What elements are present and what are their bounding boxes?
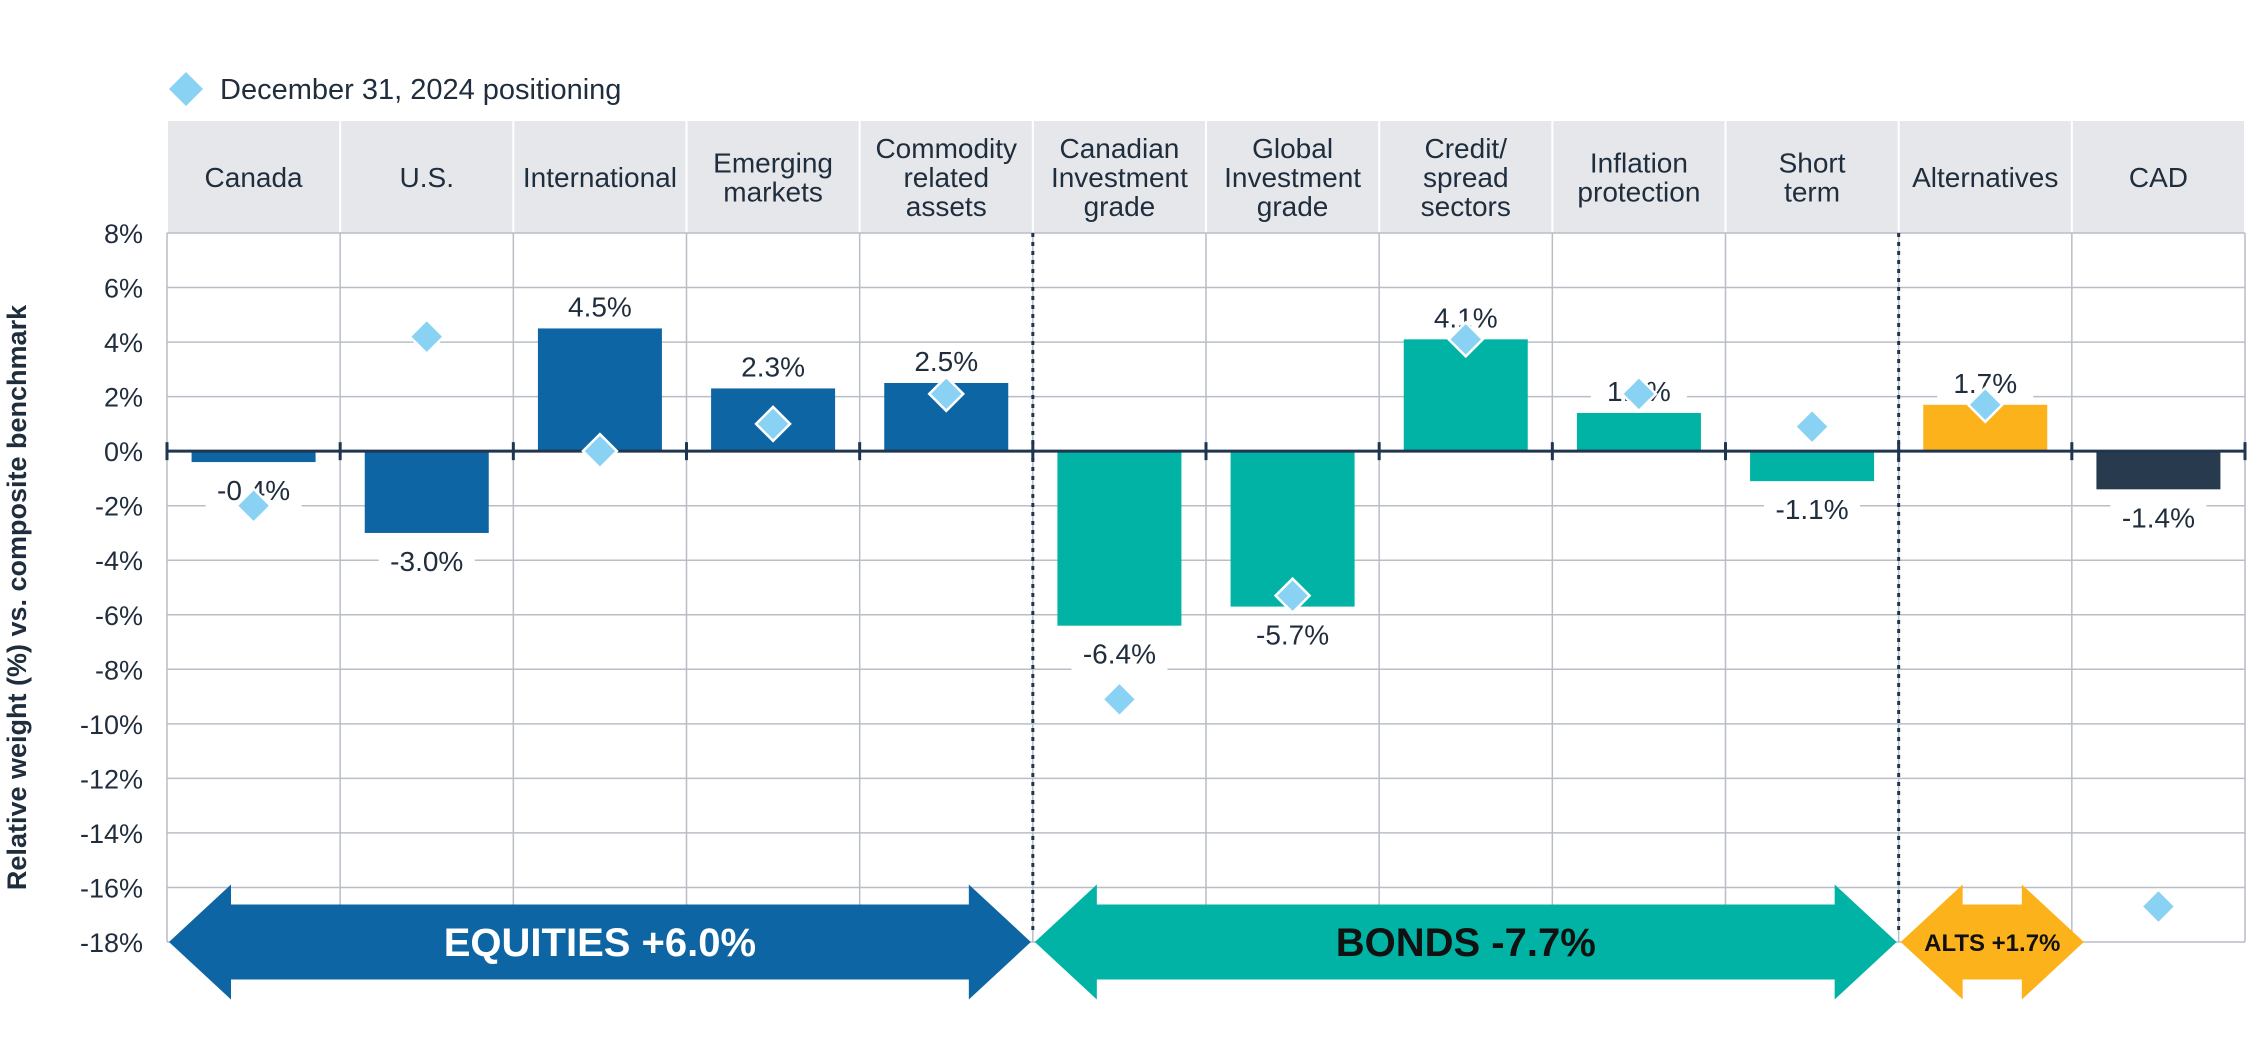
bar (1576, 412, 1701, 452)
data-label-bg (725, 350, 822, 385)
y-tick-label: -6% (95, 601, 143, 631)
data-label-bg (1071, 637, 1168, 672)
data-label-bg (1764, 493, 1861, 528)
category-label: Investment (1051, 162, 1188, 193)
data-label: 4.5% (568, 291, 632, 322)
positioning-diamond (1620, 375, 1658, 413)
category-label: Credit/ (1425, 133, 1508, 164)
category-label: Global (1252, 133, 1333, 164)
y-tick-label: -2% (95, 492, 143, 522)
y-tick-label: -10% (80, 710, 143, 740)
positioning-diamond (1446, 320, 1485, 359)
category-label: U.S. (400, 162, 454, 193)
positioning-diamond (1273, 576, 1312, 615)
y-tick-label: -18% (80, 928, 143, 958)
positioning-diamond (581, 432, 619, 470)
data-label-bg (1244, 618, 1341, 653)
y-tick-label: -16% (80, 873, 143, 903)
category-label: sectors (1421, 191, 1511, 222)
group-arrow-label: EQUITIES +6.0% (444, 921, 756, 965)
data-label: -1.1% (1776, 494, 1849, 525)
category-label: Investment (1224, 162, 1361, 193)
y-tick-label: 8% (104, 219, 143, 249)
data-label-bg (2110, 501, 2207, 536)
y-tick-label: -8% (95, 655, 143, 685)
y-tick-label: -14% (80, 819, 143, 849)
category-label: grade (1084, 191, 1156, 222)
bar (191, 451, 316, 463)
data-label: -1.4% (2122, 502, 2195, 533)
category-label: markets (723, 177, 823, 208)
category-label: Alternatives (1912, 162, 2058, 193)
category-label: Short (1779, 148, 1846, 179)
positioning-diamond (927, 375, 966, 413)
y-axis-title: Relative weight (%) vs. composite benchm… (2, 304, 32, 890)
category-label: International (523, 162, 677, 193)
data-label: 2.3% (741, 351, 805, 382)
category-label: Commodity (875, 133, 1017, 164)
group-arrow (1034, 884, 1897, 1000)
data-label: -3.0% (390, 546, 463, 577)
category-label: Canadian (1059, 133, 1179, 164)
y-tick-label: 0% (104, 437, 143, 467)
data-label-bg (378, 544, 475, 579)
y-tick-label: 2% (104, 383, 143, 413)
category-label: protection (1577, 177, 1700, 208)
legend-diamond-icon (169, 72, 203, 106)
positioning-diamond (1793, 407, 1831, 446)
positioning-diamond (1100, 680, 1139, 719)
category-label: Inflation (1590, 148, 1688, 179)
category-label: spread (1423, 162, 1509, 193)
category-label: Canada (205, 162, 304, 193)
data-label-bg (551, 290, 648, 325)
positioning-diamond (2139, 887, 2178, 926)
positioning-diamond (1966, 386, 2005, 424)
group-arrow (169, 884, 1031, 1000)
y-tick-label: -12% (80, 764, 143, 794)
data-label: 2.5% (914, 346, 978, 377)
y-tick-label: 4% (104, 328, 143, 358)
bar (1750, 451, 1875, 482)
data-label: -5.7% (1256, 620, 1329, 651)
group-arrow-label: ALTS +1.7% (1924, 930, 2060, 957)
category-label: grade (1257, 191, 1329, 222)
group-arrow (1900, 884, 2084, 1000)
positioning-diamond (234, 486, 273, 525)
category-label: Emerging (713, 148, 833, 179)
legend-label: December 31, 2024 positioning (220, 74, 621, 106)
positioning-diamond (407, 317, 446, 356)
category-label: assets (906, 191, 987, 222)
category-label: CAD (2129, 162, 2188, 193)
y-tick-label: -4% (95, 546, 143, 576)
data-label: -6.4% (1083, 639, 1156, 670)
bar (537, 328, 662, 452)
category-label: term (1784, 177, 1840, 208)
category-label: related (903, 162, 989, 193)
positioning-diamond (754, 405, 792, 443)
bar (364, 451, 489, 533)
bar (1057, 451, 1182, 626)
data-label-bg (898, 344, 995, 379)
bar (2096, 451, 2221, 490)
y-tick-label: 6% (104, 274, 143, 304)
group-arrow-label: BONDS -7.7% (1336, 921, 1596, 965)
